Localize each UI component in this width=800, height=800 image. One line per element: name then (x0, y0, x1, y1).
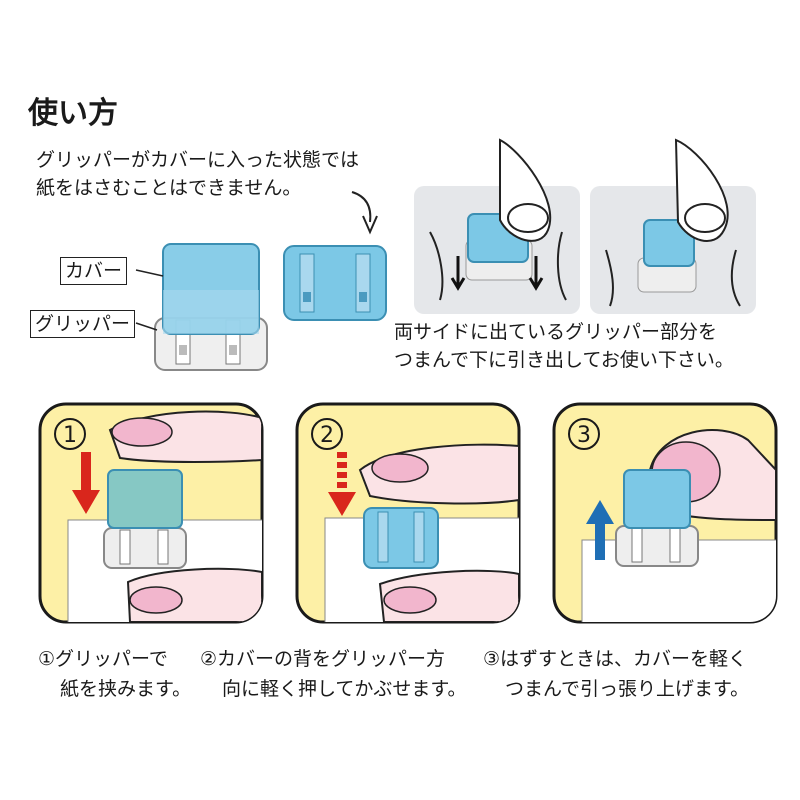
gripper-label: グリッパー (30, 310, 136, 338)
step-2-caption-line-1: ②カバーの背をグリッパー方 (200, 648, 446, 670)
step-panel-2: 2 (295, 402, 521, 624)
step-panel-3: 3 (552, 402, 778, 624)
cover-warning-line-1: グリッパーがカバーに入った状態では (36, 149, 360, 171)
step-3-caption: ③はずすときは、カバーを軽く つまんで引っ張り上げます。 (483, 644, 749, 704)
cover-label: カバー (60, 257, 128, 285)
svg-text:3: 3 (577, 423, 591, 448)
pull-instruction-note: 両サイドに出ているグリッパー部分を つまんで下に引き出してお使い下さい。 (394, 318, 734, 374)
step-panel-1: 1 (38, 402, 264, 624)
cover-warning-line-2: 紙をはさむことはできません。 (36, 177, 302, 199)
step-2-caption-line-2: 向に軽く押してかぶせます。 (222, 678, 467, 700)
pointer-curve (351, 191, 372, 223)
pull-demo-right (590, 138, 756, 314)
pull-instruction-line-2: つまんで下に引き出してお使い下さい。 (394, 349, 734, 371)
gripper-with-cover-illustration (154, 243, 268, 371)
step-1-caption-line-1: ①グリッパーで (38, 648, 168, 670)
svg-text:2: 2 (320, 423, 334, 448)
page-title: 使い方 (28, 96, 118, 131)
step-3-caption-line-1: ③はずすときは、カバーを軽く (483, 648, 748, 670)
covered-gripper-illustration (283, 245, 387, 321)
step-3-caption-line-2: つまんで引っ張り上げます。 (505, 678, 750, 700)
svg-text:1: 1 (63, 423, 77, 448)
cover-warning-note: グリッパーがカバーに入った状態では 紙をはさむことはできません。 (36, 146, 359, 202)
step-1-caption-line-2: 紙を挟みます。 (60, 678, 192, 700)
step-2-caption: ②カバーの背をグリッパー方 向に軽く押してかぶせます。 (200, 644, 467, 704)
pull-demo-left (414, 138, 580, 314)
pull-instruction-line-1: 両サイドに出ているグリッパー部分を (394, 321, 718, 343)
step-1-caption: ①グリッパーで 紙を挟みます。 (38, 644, 191, 704)
